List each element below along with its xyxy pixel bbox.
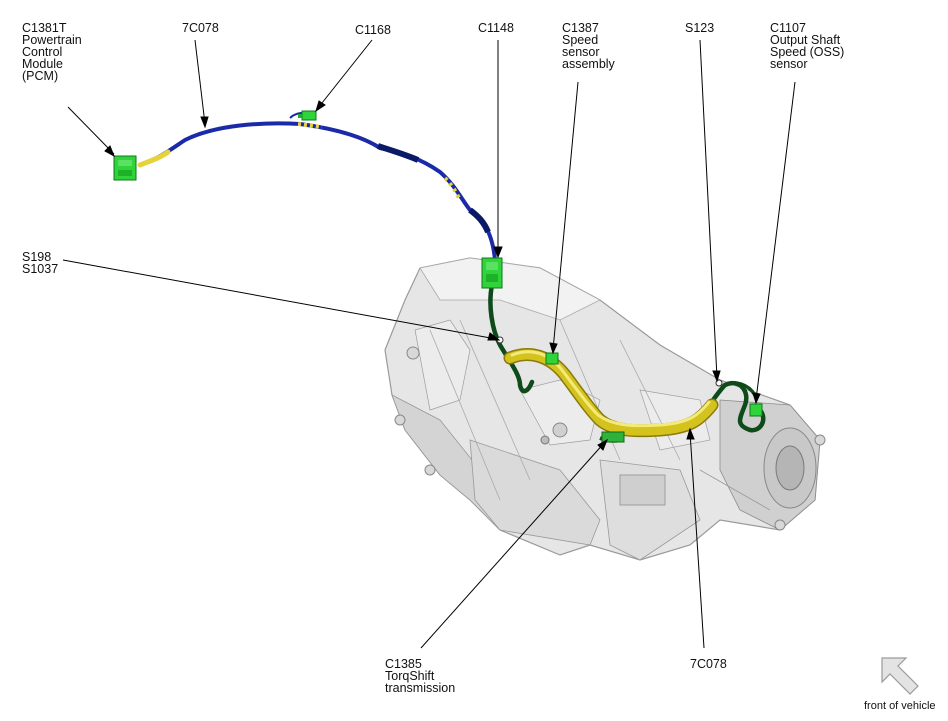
label-line: Speed (OSS)	[770, 45, 845, 59]
label-line: C1387	[562, 21, 599, 35]
label-c1387-speed-sensor: C1387 Speed sensor assembly	[562, 21, 615, 71]
label-7c078-top: 7C078	[182, 21, 219, 35]
label-line: 7C078	[182, 21, 219, 35]
label-c1148: C1148	[478, 21, 514, 35]
splice-s123-icon	[715, 379, 723, 387]
label-line: sensor	[770, 57, 808, 71]
label-line: S1037	[22, 262, 59, 276]
label-line: Control	[22, 45, 63, 59]
label-c1381t-pcm: C1381T Powertrain Control Module (PCM)	[22, 21, 82, 83]
connector-c1107-icon	[749, 403, 763, 417]
label-c1385-transmission: C1385 TorqShift transmission	[385, 657, 456, 695]
label-line: (PCM)	[22, 69, 59, 83]
connector-c1381t-icon	[113, 155, 137, 181]
label-line: C1385	[385, 657, 422, 671]
label-s123: S123	[685, 21, 715, 35]
label-line: 7C078	[690, 657, 727, 671]
label-line: Speed	[562, 33, 599, 47]
connector-c1385-icon	[601, 431, 625, 443]
label-s198-s1037: S198 S1037	[22, 250, 59, 276]
leader-lines	[62, 39, 796, 649]
label-c1168: C1168	[355, 23, 391, 37]
label-line: transmission	[385, 681, 456, 695]
label-line: C1381T	[22, 21, 67, 35]
arrow-up-left-icon	[881, 657, 919, 695]
label-line: Powertrain	[22, 33, 82, 47]
label-line: C1148	[478, 21, 514, 35]
label-line: C1107	[770, 21, 806, 35]
label-line: assembly	[562, 57, 615, 71]
label-line: C1168	[355, 23, 391, 37]
connector-c1387-icon	[545, 352, 559, 365]
label-c1107-oss: C1107 Output Shaft Speed (OSS) sensor	[770, 21, 845, 71]
label-line: S123	[685, 21, 715, 35]
green-wires	[488, 282, 766, 443]
label-line: Module	[22, 57, 63, 71]
connector-c1168-icon	[298, 110, 317, 121]
front-of-vehicle-label: front of vehicle	[864, 700, 936, 712]
harness-7c078-upper	[137, 111, 497, 262]
connector-c1148-icon	[481, 257, 503, 289]
label-line: TorqShift	[385, 669, 435, 683]
label-line: Output Shaft	[770, 33, 841, 47]
label-line: sensor	[562, 45, 600, 59]
label-line: S198	[22, 250, 52, 264]
label-7c078-bottom: 7C078	[690, 657, 727, 671]
